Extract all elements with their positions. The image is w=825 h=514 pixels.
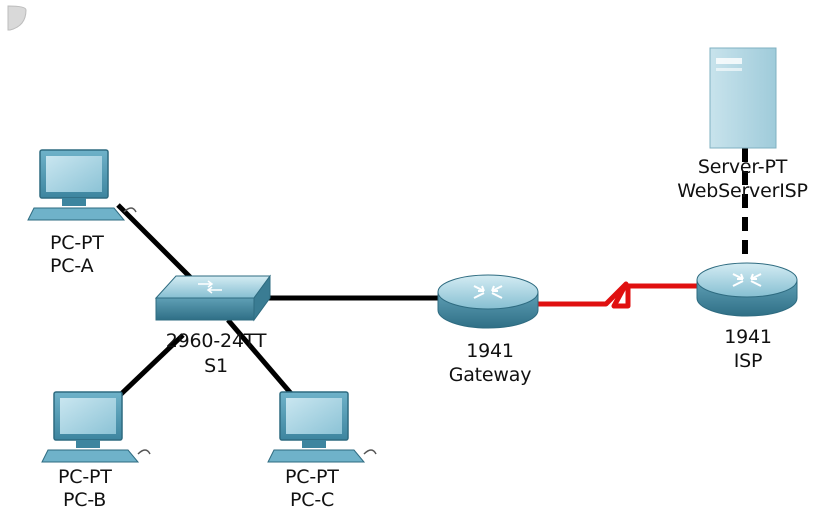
isp-type-label: 1941 <box>724 326 772 348</box>
pc-a-icon[interactable] <box>27 149 137 221</box>
switch-s1-icon[interactable] <box>154 274 271 322</box>
link-gateway-isp-serial[interactable] <box>538 281 700 309</box>
pc-b-icon[interactable] <box>41 391 151 463</box>
server-name-label: WebServerISP <box>677 180 808 202</box>
switch-name-label: S1 <box>204 355 228 377</box>
server-type-label: Server-PT <box>697 156 788 178</box>
server-icon[interactable] <box>709 47 777 149</box>
pc-a-type-label: PC-PT <box>50 232 104 254</box>
links <box>116 148 748 399</box>
pc-c-type-label: PC-PT <box>285 466 339 488</box>
router-gateway-icon[interactable] <box>437 274 539 329</box>
corner-shape <box>7 5 27 31</box>
pc-c-name-label: PC-C <box>290 489 335 511</box>
gateway-name-label: Gateway <box>448 364 532 386</box>
pc-a-name-label: PC-A <box>50 255 94 277</box>
pc-c-icon[interactable] <box>267 391 377 463</box>
pc-b-type-label: PC-PT <box>58 466 112 488</box>
switch-type-label: 2960-24TT <box>165 330 267 352</box>
gateway-type-label: 1941 <box>466 340 514 362</box>
router-isp-icon[interactable] <box>696 262 798 317</box>
pc-b-name-label: PC-B <box>63 489 107 511</box>
link-pc-c-s1[interactable] <box>226 318 296 399</box>
link-pc-b-s1[interactable] <box>116 333 185 399</box>
link-pc-a-s1[interactable] <box>116 203 198 285</box>
isp-name-label: ISP <box>733 350 763 372</box>
